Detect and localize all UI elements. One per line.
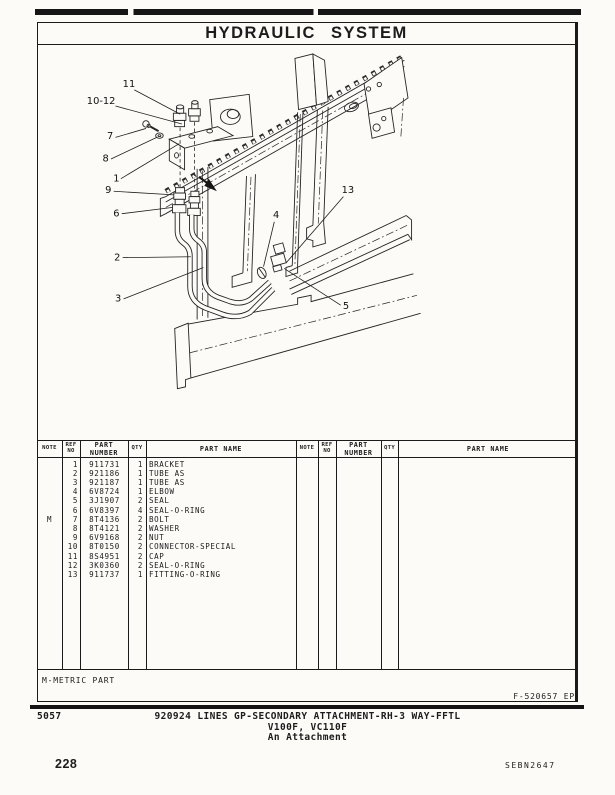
col-divider — [398, 440, 400, 669]
header-qty: QTY — [131, 445, 143, 451]
col-divider — [296, 440, 298, 669]
section-number: 5057 — [37, 711, 62, 722]
table-border-bottom — [37, 669, 578, 670]
header-ref: REF — [65, 441, 77, 448]
callout-label: 1 — [113, 173, 119, 184]
connector-assembly — [256, 242, 287, 279]
callout-leaders — [110, 89, 344, 306]
callout-label: 6 — [113, 208, 119, 219]
bolt-and-washer — [142, 120, 164, 139]
parts-table: NOTE REF NO PART NUMBER QTY PART NAME NO… — [37, 440, 578, 670]
callout-label: 2 — [114, 252, 120, 263]
group-title: 920924 LINES GP-SECONDARY ATTACHMENT-RH-… — [154, 711, 461, 722]
col-divider — [381, 440, 383, 669]
lower-fittings — [172, 187, 201, 216]
header-part-number: PART — [94, 441, 114, 449]
attachment-note: An Attachment — [267, 732, 348, 743]
header-note: NOTE — [299, 445, 315, 451]
header-ref: NO — [67, 448, 75, 454]
end-plate — [344, 56, 409, 139]
model-list: V100F, VC110F — [267, 721, 348, 733]
callout-label: 13 — [342, 185, 355, 196]
header-part-number: PART — [349, 441, 368, 449]
hanger-posts — [196, 106, 329, 320]
callout-label: 10-12 — [87, 96, 116, 107]
bracket — [168, 126, 235, 171]
hydraulic-tubes — [174, 212, 276, 320]
header-part-name: PART NAME — [199, 445, 243, 453]
col-divider — [336, 440, 338, 669]
hanger-plate-top — [294, 53, 329, 111]
table-border-top — [37, 440, 578, 441]
col-divider — [146, 440, 148, 669]
document-number: SEBN2647 — [505, 761, 556, 770]
page-number: 228 — [55, 757, 78, 771]
col-divider — [80, 440, 82, 669]
header-part-name: PART NAME — [466, 445, 510, 453]
callout-label: 5 — [343, 301, 349, 312]
col-divider — [62, 440, 64, 669]
header-note: NOTE — [42, 445, 57, 451]
lower-right-bar — [289, 215, 413, 295]
callout-label: 9 — [105, 185, 111, 196]
callout-label: 3 — [115, 294, 121, 305]
footer-rule — [30, 705, 584, 709]
metric-note: M-METRIC PART — [42, 676, 116, 685]
col-divider — [318, 440, 320, 669]
table-header-rule — [37, 457, 578, 458]
callout-label: 4 — [273, 210, 279, 221]
parts-diagram: 11 10-12 7 8 1 9 6 2 3 4 13 5 — [87, 53, 421, 390]
header-part-number: NUMBER — [344, 448, 373, 457]
reference-arrow — [198, 176, 217, 192]
header-ref: NO — [323, 448, 331, 454]
callout-label: 8 — [102, 154, 108, 165]
callout-label: 7 — [107, 131, 113, 142]
header-ref: REF — [321, 441, 333, 448]
col-divider — [128, 440, 130, 669]
top-scan-bar — [35, 9, 581, 15]
form-number: F-520657 EP — [513, 692, 575, 701]
header-qty: QTY — [383, 445, 395, 451]
callout-label: 11 — [123, 79, 136, 90]
title-bar: HYDRAULIC SYSTEM — [38, 23, 575, 45]
page-frame: HYDRAULIC SYSTEM — [37, 22, 578, 702]
header-part-number: NUMBER — [89, 448, 119, 457]
page-title: HYDRAULIC SYSTEM — [205, 24, 408, 42]
